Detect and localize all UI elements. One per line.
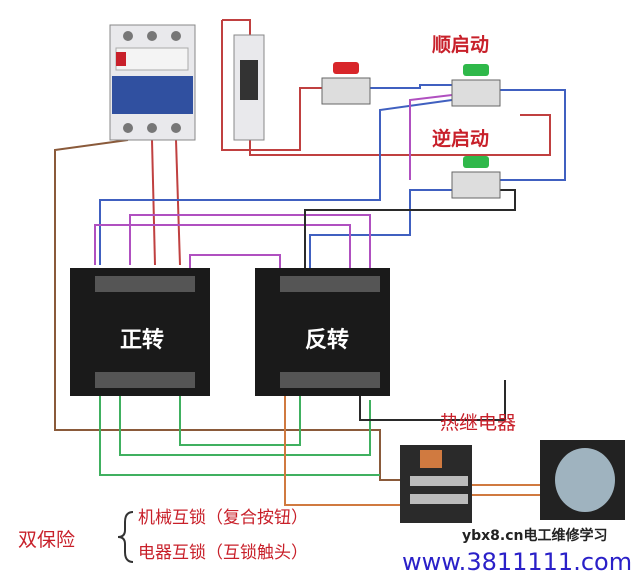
wire (129, 214, 371, 270)
bracket (117, 511, 134, 563)
motor (540, 440, 625, 520)
wire (370, 84, 452, 89)
wire (189, 254, 281, 270)
control-breaker (233, 34, 265, 141)
wire (221, 20, 322, 151)
wire (94, 224, 351, 280)
double-protection-label: 双保险 (18, 529, 76, 551)
thermal-relay (400, 445, 472, 523)
reverse-start-label: 逆启动 (432, 128, 490, 150)
three-pole-breaker (109, 24, 196, 141)
reverse-start-button (451, 156, 501, 199)
wire (409, 94, 453, 180)
wire (99, 99, 453, 265)
wire (222, 19, 251, 35)
stop-button (321, 62, 371, 105)
mechanical-interlock-label: 机械互锁（复合按钮） (138, 508, 308, 528)
wire (304, 189, 516, 270)
wire (249, 114, 551, 156)
forward-contactor-label: 正转 (120, 328, 165, 353)
watermark-site: ybx8.cn电工维修学习 (462, 528, 608, 544)
wire (309, 189, 452, 270)
wires (54, 19, 566, 506)
electrical-interlock-label: 电器互锁（互锁触头） (138, 543, 308, 563)
wire (359, 380, 506, 421)
wire (119, 396, 371, 456)
wire (54, 139, 400, 481)
wire (99, 396, 380, 476)
wire (284, 396, 400, 506)
wire (151, 139, 156, 266)
forward-start-label: 顺启动 (432, 34, 490, 56)
wire (500, 89, 566, 181)
forward-contactor (70, 268, 210, 396)
thermal-relay-label: 热继电器 (440, 412, 517, 434)
watermark-url: www.3811111.com (402, 548, 633, 576)
wire (175, 139, 181, 266)
reverse-contactor (255, 268, 390, 396)
forward-start-button (451, 64, 501, 107)
wire (179, 396, 301, 446)
reverse-contactor-label: 反转 (305, 328, 350, 353)
